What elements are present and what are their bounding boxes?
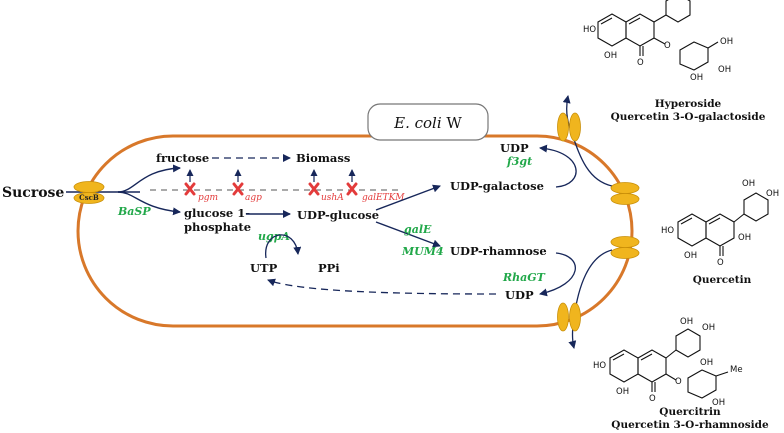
quercitrin-atoms: HO OH O O OH OH OH OH Me: [593, 317, 743, 408]
svg-text:E. coli W: E. coli W: [393, 114, 462, 132]
udpglucose-to-udprhamnose-arrow: [375, 221, 441, 248]
transporter-top: [557, 112, 581, 142]
hyperoside-structure: [597, 0, 719, 71]
rhagt-enzyme: RhaGT: [502, 271, 546, 284]
quercitrin-structure: [609, 328, 729, 399]
svg-text:O: O: [664, 41, 671, 51]
g1p-label-line2: phosphate: [184, 220, 251, 234]
ppi-label: PPi: [318, 261, 340, 275]
cscb-transporter: CscB: [73, 181, 105, 204]
svg-text:OH: OH: [766, 189, 779, 199]
transporter-right-upper: [610, 182, 640, 205]
svg-text:OH: OH: [712, 398, 725, 408]
svg-text:galETKM: galETKM: [362, 193, 405, 203]
fructose-label: fructose: [156, 151, 209, 165]
svg-text:CscB: CscB: [79, 193, 99, 202]
udp-recycle-arrow: [267, 278, 497, 295]
svg-text:OH: OH: [604, 51, 617, 61]
svg-text:OH: OH: [690, 73, 703, 83]
quercetin-to-quercitrin-arc: [568, 249, 613, 349]
svg-text:OH: OH: [680, 317, 693, 327]
knockout-galetkm: galETKM: [346, 169, 405, 203]
transporter-right-lower: [610, 236, 640, 259]
svg-text:HO: HO: [661, 226, 674, 236]
udp-glucose-label: UDP-glucose: [297, 208, 379, 222]
svg-text:O: O: [717, 258, 724, 268]
svg-text:OH: OH: [684, 251, 697, 261]
svg-text:OH: OH: [616, 387, 629, 397]
svg-text:OH: OH: [718, 65, 731, 75]
gale-enzyme: galE: [404, 223, 432, 236]
svg-text:OH: OH: [720, 37, 733, 47]
quercitrin-name: Quercitrin: [659, 406, 721, 418]
g1p-label-line1: glucose 1-: [184, 206, 250, 220]
knockout-usha: ushA: [308, 169, 344, 203]
utp-label: UTP: [250, 261, 278, 275]
svg-text:pgm: pgm: [198, 193, 218, 203]
udp-galactose-label: UDP-galactose: [450, 179, 544, 193]
hyperoside-name: Hyperoside: [655, 98, 722, 110]
knockout-agp: agp: [232, 169, 262, 203]
hyperoside-subtitle: Quercetin 3-O-galactoside: [611, 111, 766, 123]
quercetin-structure: [677, 192, 769, 256]
basp-to-fructose-arrow: [117, 164, 181, 193]
svg-text:HO: HO: [583, 25, 596, 35]
udp-top-label: UDP: [500, 141, 529, 155]
svg-text:agp: agp: [245, 193, 262, 203]
organism-name: E. coli: [393, 114, 442, 132]
svg-text:OH: OH: [700, 358, 713, 368]
knockout-pgm: pgm: [184, 169, 218, 203]
cell-membrane: [76, 134, 634, 328]
f3gt-enzyme: f3gt: [506, 155, 532, 168]
quercetin-name: Quercetin: [693, 274, 752, 286]
svg-text:Me: Me: [730, 365, 743, 375]
udp-bottom-label: UDP: [505, 288, 534, 302]
organism-label: E. coli W: [367, 103, 489, 141]
basp-to-g1p-arrow: [117, 191, 181, 216]
svg-text:HO: HO: [593, 361, 606, 371]
udp-rhamnose-label: UDP-rhamnose: [450, 244, 547, 258]
organism-strain: W: [442, 114, 463, 132]
udpglucose-to-udpgalactose-arrow: [375, 184, 441, 211]
basp-enzyme: BaSP: [117, 205, 151, 218]
svg-text:O: O: [675, 377, 682, 387]
quercetin-atoms: HO OH O OH OH OH: [661, 179, 779, 268]
svg-text:O: O: [649, 394, 656, 404]
svg-text:O: O: [637, 58, 644, 68]
mum4-enzyme: MUM4: [401, 245, 444, 258]
svg-text:OH: OH: [702, 323, 715, 333]
svg-text:OH: OH: [738, 233, 751, 243]
udprhamnose-to-udp-arc: [539, 252, 576, 297]
svg-text:OH: OH: [742, 179, 755, 189]
svg-text:ushA: ushA: [321, 193, 344, 203]
udpgalactose-to-udp-arc: [539, 144, 577, 188]
biomass-label: Biomass: [296, 151, 350, 165]
utp-to-ppi-arc: [265, 234, 302, 259]
transporter-bottom: [557, 302, 581, 332]
quercitrin-subtitle: Quercetin 3-O-rhamnoside: [611, 419, 769, 431]
sucrose-label: Sucrose: [2, 185, 64, 201]
quercetin-to-hyperoside-arc: [562, 95, 613, 187]
hyperoside-atoms: HO OH O O OH OH OH: [583, 25, 733, 83]
